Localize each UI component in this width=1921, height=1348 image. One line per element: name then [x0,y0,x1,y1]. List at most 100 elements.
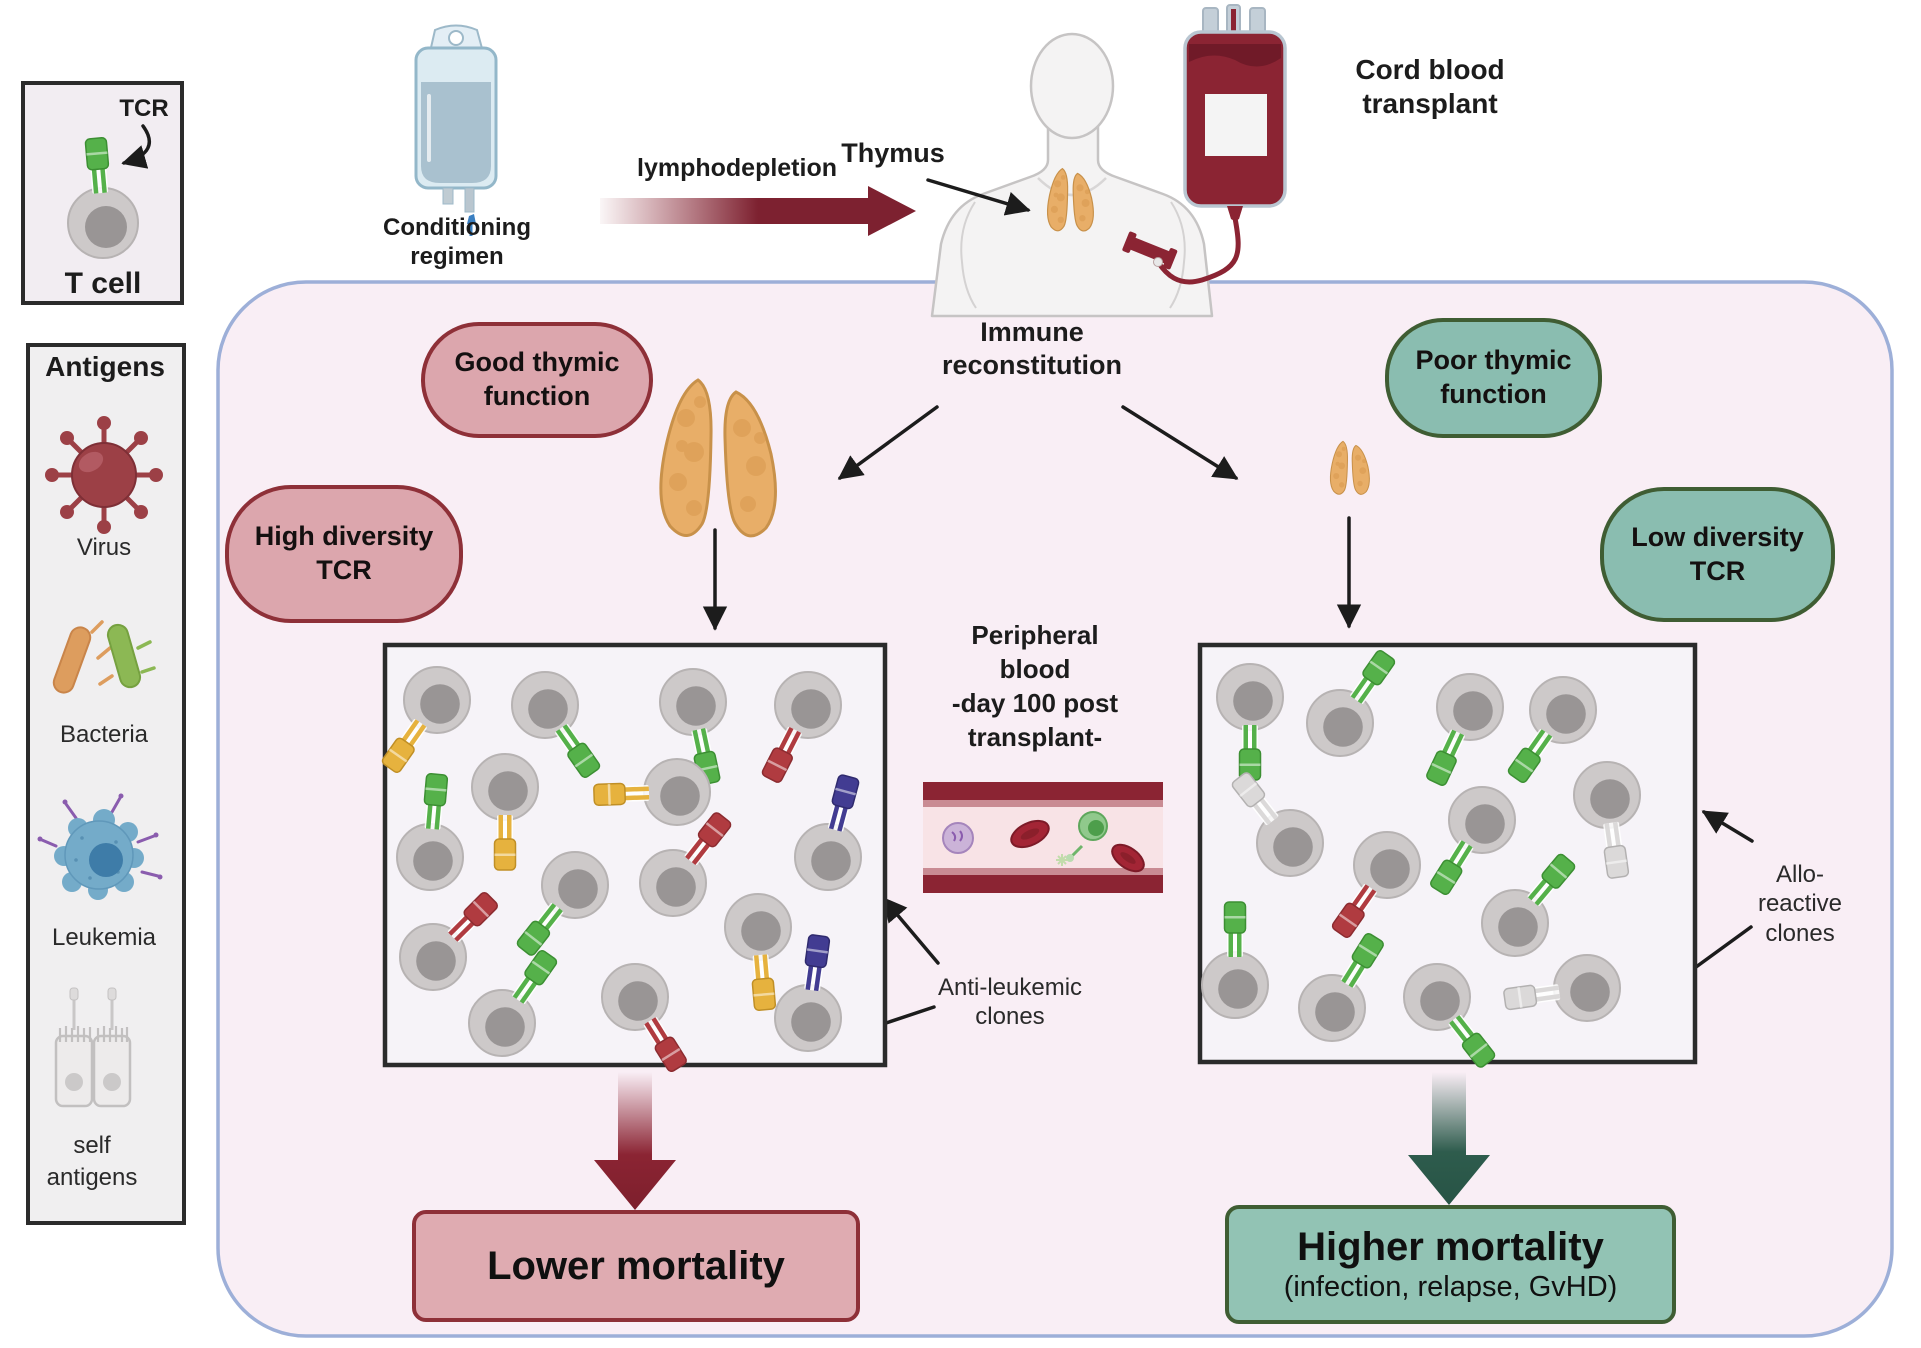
iv-bag-icon [414,24,498,236]
tcr-green-icon [1426,729,1465,786]
tcr-green-icon [1430,840,1474,896]
t-cell [1403,963,1496,1068]
t-cell [1503,954,1621,1022]
tcr-red-icon [761,726,802,783]
tcr-green-icon [512,950,558,1004]
tcr-blue-icon [827,774,860,832]
low-diversity-tcr-bubble: Low diversity TCR [1600,487,1835,622]
tcr-green-icon [555,724,601,778]
tcr-red-icon [1331,884,1377,938]
tcr-green-icon [1340,932,1384,988]
tcr-yellow-icon [593,782,650,806]
tcr-green-icon [1448,1014,1496,1068]
anti-leukemic-clones-label: Anti-leukemic clones [937,974,1083,1031]
lower-mortality-box: Lower mortality [412,1210,860,1322]
t-cell [1231,772,1324,877]
t-cell-in-blood-icon [1066,811,1108,862]
t-cell [399,891,499,991]
virus-icon [45,416,163,534]
poor-thymic-function-bubble: Poor thymic function [1385,318,1602,438]
tcr-green-icon [1507,729,1553,783]
cord-blood-bag-icon [1153,4,1287,285]
t-cell-label: T cell [64,267,142,300]
peripheral-blood-label: Peripheral blood -day 100 post transplan… [951,620,1119,752]
low-diversity-cells [1201,650,1641,1068]
t-cell [1573,761,1641,879]
t-cell [396,773,464,891]
t-cell [774,934,842,1052]
tcr-red-icon [643,1017,687,1073]
tcr-gray-icon [1603,821,1630,879]
allo-reactive-arrow-1 [1701,810,1754,843]
t-cell [593,758,711,826]
cord-blood-transplant-label: Cord blood transplant [1355,54,1505,120]
higher-mortality-arrow [1408,1072,1490,1205]
allo-reactive-clones-label: Allo-reactive clones [1757,861,1843,947]
good-thymic-function-bubble: Good thymic function [421,322,653,438]
t-cell [1331,831,1421,938]
t-cell [1306,650,1396,757]
immune-reconstitution-label: Immune reconstitution [942,317,1122,380]
t-cell [1507,676,1597,783]
self-antigens-icon [54,987,132,1108]
tcr-pointer-arrow [121,124,151,169]
tcr-red-icon [447,891,499,943]
tcr-green-icon [1350,650,1396,704]
leukemia-label: Leukemia [51,924,157,951]
tcr-green-icon [1223,901,1247,957]
tcr-yellow-icon [493,815,517,871]
tcr-gray-icon [1503,984,1561,1011]
t-cell [794,774,862,891]
tcr-blue-icon [804,934,831,992]
t-cell [471,753,539,871]
antigens-title: Antigens [45,351,165,382]
higher-mortality-box: Higher mortality (infection, relapse, Gv… [1225,1205,1676,1324]
self-antigens-label: self antigens [46,1132,138,1192]
patient-figure [930,32,1214,318]
catheter-icon [1122,231,1178,270]
t-cell [601,963,687,1073]
lower-mortality-text: Lower mortality [487,1244,785,1288]
tcr-red-icon [684,812,732,866]
t-cell [67,137,139,259]
tcr-green-icon [1527,853,1576,906]
high-diversity-tcr-bubble: High diversity TCR [225,485,463,623]
thymus-label: Thymus [841,138,945,168]
tcr-yellow-icon [751,954,777,1011]
t-cell [1216,663,1284,781]
lymphodepletion-label: lymphodepletion [637,154,837,182]
tcr-green-icon [423,773,449,830]
t-cell [381,666,471,773]
leukocyte-icon [942,822,974,854]
t-cell [1481,853,1576,957]
leukemia-icon [37,793,163,900]
tcr-green-icon [1238,725,1262,781]
immune-right-arrow [1121,405,1239,480]
t-cell [516,851,609,956]
tcr-gray-icon [1231,772,1279,826]
t-cell [761,671,842,783]
t-cell [1426,673,1504,786]
platelet-icon [1056,854,1068,866]
t-cell [1430,786,1516,896]
blood-vessel-icon [923,782,1163,893]
tcr-yellow-icon [381,719,427,773]
legend-t-cell [67,137,139,259]
tcr-label: TCR [119,95,169,122]
bacteria-label: Bacteria [59,721,149,748]
higher-mortality-detail: (infection, relapse, GvHD) [1283,1271,1618,1304]
lymphodepletion-arrow [600,186,916,236]
virus-label: Virus [76,534,132,561]
bacteria-icon [52,620,156,694]
conditioning-regimen-label: Conditioning regimen [383,214,531,271]
t-cell [724,893,792,1011]
tcr-green-icon [84,137,110,194]
high-diversity-cells [381,666,862,1073]
t-cell [639,812,732,917]
t-cell [659,668,727,786]
higher-mortality-text: Higher mortality [1297,1225,1604,1270]
immune-left-arrow [837,405,939,480]
tcr-green-icon [516,902,564,956]
